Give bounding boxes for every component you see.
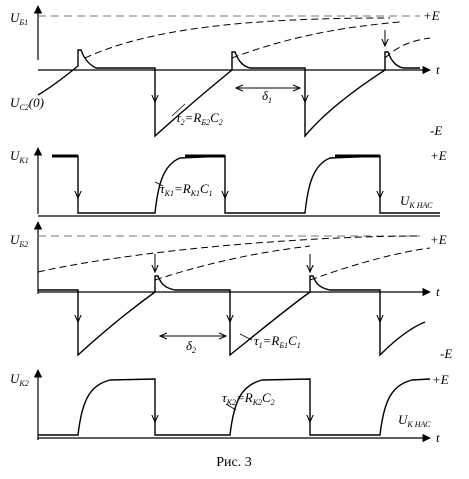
p3-minus-e-label: -E (440, 346, 452, 361)
p1-waveform (37, 49, 420, 138)
p2-waveform (52, 155, 440, 214)
p1-dashed-curve-2 (231, 21, 401, 59)
p1-tau-label: τ2=RБ2C2 (176, 110, 223, 127)
p2-tau-label: τК1=RК1C1 (160, 181, 213, 198)
p2-unas-label: UК НАС (400, 193, 433, 210)
p4-plus-e-label: +E (432, 372, 449, 387)
p4-tau-label: τК2=RК2C2 (222, 390, 275, 407)
p1-y-label: UБ1 (10, 10, 28, 27)
p1-minus-e-label: -E (430, 123, 442, 138)
panel-ub1: UБ1 +E t -E UC2(0) τ2=RБ2C2 δ1 (10, 5, 442, 138)
p3-dashed-curve (37, 235, 421, 273)
p1-dashed-curve (84, 17, 391, 59)
p1-dashed-curve-3 (384, 37, 431, 59)
p3-tau-pointer (239, 333, 253, 341)
p3-delta-label: δ2 (186, 338, 196, 355)
p2-tau-pointer (154, 181, 164, 187)
p3-t-label: t (436, 284, 440, 299)
panel-uk2: UК2 +E t τК2=RК2C2 UК НАС (10, 369, 449, 445)
p3-waveform (38, 275, 426, 357)
panel-uk1: UК1 +E τК1=RК1C1 UК НАС (10, 147, 447, 217)
p3-plus-e-label: +E (430, 232, 447, 247)
p3-dashed-curve-2 (154, 245, 311, 281)
p4-waveform (38, 378, 431, 436)
p3-tau-label: τ1=RБ1C1 (254, 333, 301, 350)
p4-tau-pointer (225, 403, 237, 411)
p4-unas-label: UК НАС (398, 412, 431, 429)
p3-dashed-curve-3 (309, 247, 431, 281)
p1-plus-e-label: +E (423, 8, 440, 23)
figure-caption: Рис. 3 (216, 455, 252, 470)
p4-y-label: UК2 (10, 371, 29, 388)
p1-uc2-label: UC2(0) (10, 95, 44, 112)
p4-t-label: t (436, 430, 440, 445)
p2-plus-e-label: +E (430, 148, 447, 163)
p1-delta-label: δ1 (262, 88, 272, 105)
p1-t-label: t (436, 62, 440, 77)
panel-ub2: UБ2 +E t -E δ2 τ1=RБ1C1 (10, 221, 452, 361)
p3-y-label: UБ2 (10, 232, 28, 249)
p2-y-label: UК1 (10, 148, 29, 165)
p1-tau-pointer (171, 103, 186, 117)
